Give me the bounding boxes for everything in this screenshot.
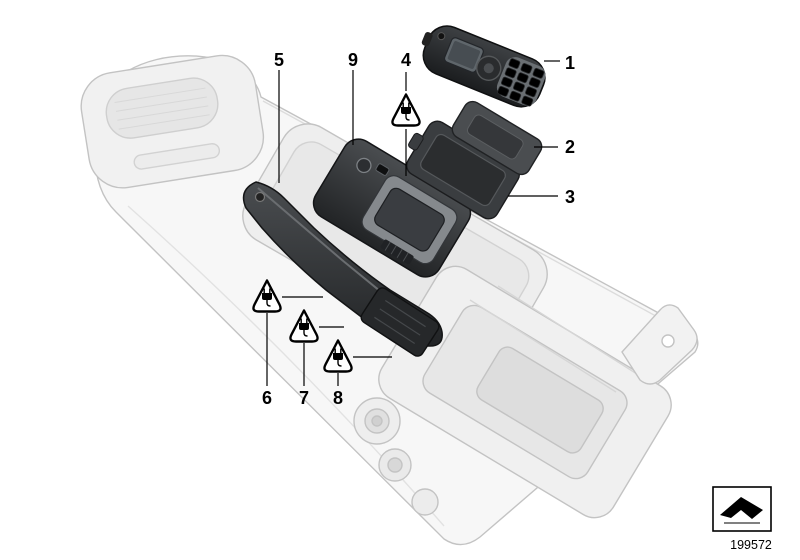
part-5-bracket <box>242 181 443 357</box>
part-2-cover-plate <box>451 100 543 176</box>
callout-7[interactable]: 7 <box>299 388 309 408</box>
mounting-flange <box>621 304 698 385</box>
reference-icon-box[interactable] <box>712 486 772 532</box>
cross-reference-arrow-icon <box>720 497 763 519</box>
console-rear-housing <box>353 265 698 519</box>
warning-triangle-4-icon <box>391 93 421 127</box>
diagram-number: 199572 <box>730 538 772 552</box>
callout-5[interactable]: 5 <box>274 50 284 70</box>
callout-lines <box>266 60 560 386</box>
armrest-lid <box>80 54 265 189</box>
callout-4[interactable]: 4 <box>401 50 411 70</box>
callout-2[interactable]: 2 <box>565 137 575 157</box>
part-9-cradle-module <box>312 138 472 278</box>
callout-8[interactable]: 8 <box>333 388 343 408</box>
part-1-handset <box>421 25 546 108</box>
callout-1[interactable]: 1 <box>565 53 575 73</box>
callout-3[interactable]: 3 <box>565 187 575 207</box>
callout-6[interactable]: 6 <box>262 388 272 408</box>
callout-9[interactable]: 9 <box>348 50 358 70</box>
